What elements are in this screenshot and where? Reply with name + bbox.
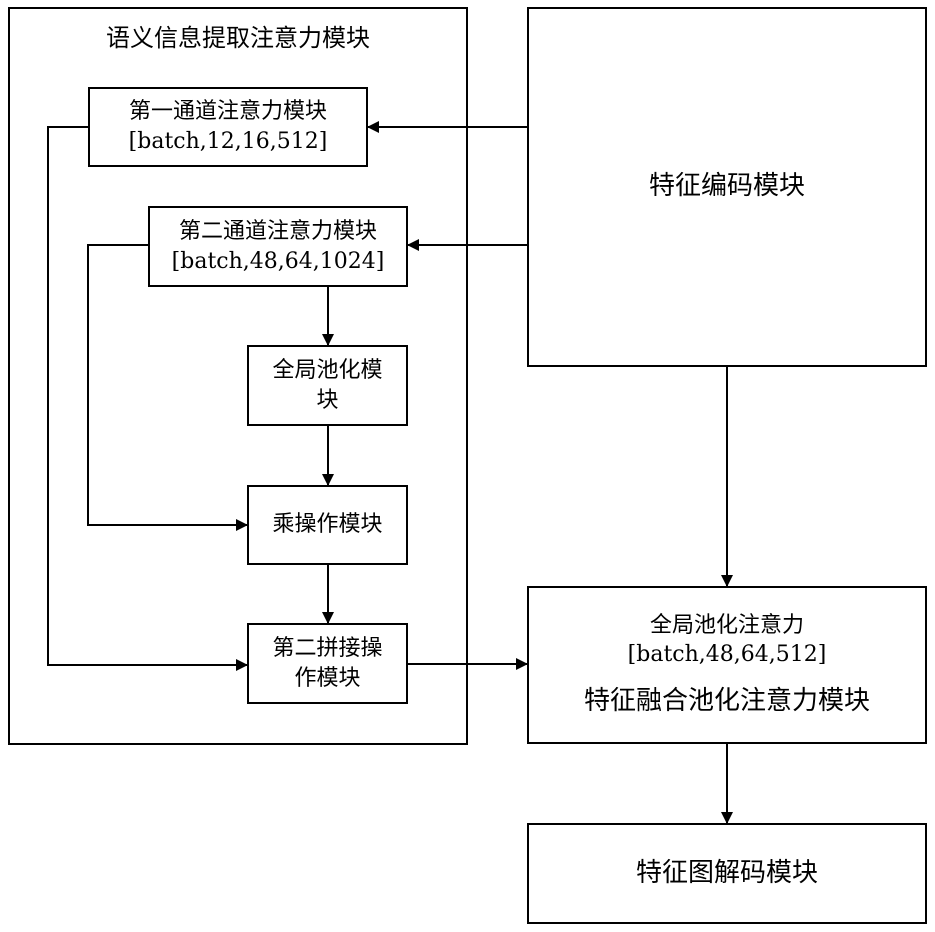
feature-encoder-label: 特征编码模块 xyxy=(649,169,805,204)
multiply-label: 乘操作模块 xyxy=(272,510,382,540)
feature-fusion-line1: 全局池化注意力 xyxy=(650,611,804,641)
channel-attention-2-label: 第二通道注意力模块 xyxy=(179,217,377,247)
multiply-box: 乘操作模块 xyxy=(247,485,408,565)
global-pooling-box: 全局池化模块 xyxy=(247,345,408,426)
feature-fusion-shape: [batch,48,64,512] xyxy=(628,640,827,670)
feature-decoder-box: 特征图解码模块 xyxy=(527,823,927,924)
semantic-module-title: 语义信息提取注意力模块 xyxy=(8,18,468,53)
feature-fusion-label: 特征融合池化注意力模块 xyxy=(584,684,870,719)
channel-attention-1-box: 第一通道注意力模块 [batch,12,16,512] xyxy=(88,87,368,167)
channel-attention-1-label: 第一通道注意力模块 xyxy=(129,97,327,127)
channel-attention-2-box: 第二通道注意力模块 [batch,48,64,1024] xyxy=(148,206,408,287)
feature-encoder-box: 特征编码模块 xyxy=(527,7,927,367)
channel-attention-2-shape: [batch,48,64,1024] xyxy=(172,247,385,277)
feature-decoder-label: 特征图解码模块 xyxy=(636,856,818,891)
feature-fusion-box: 全局池化注意力 [batch,48,64,512] 特征融合池化注意力模块 xyxy=(527,586,927,744)
channel-attention-1-shape: [batch,12,16,512] xyxy=(129,127,328,157)
concat-2-box: 第二拼接操作模块 xyxy=(247,623,408,704)
global-pooling-label: 全局池化模块 xyxy=(268,356,388,415)
concat-2-label: 第二拼接操作模块 xyxy=(268,634,388,693)
